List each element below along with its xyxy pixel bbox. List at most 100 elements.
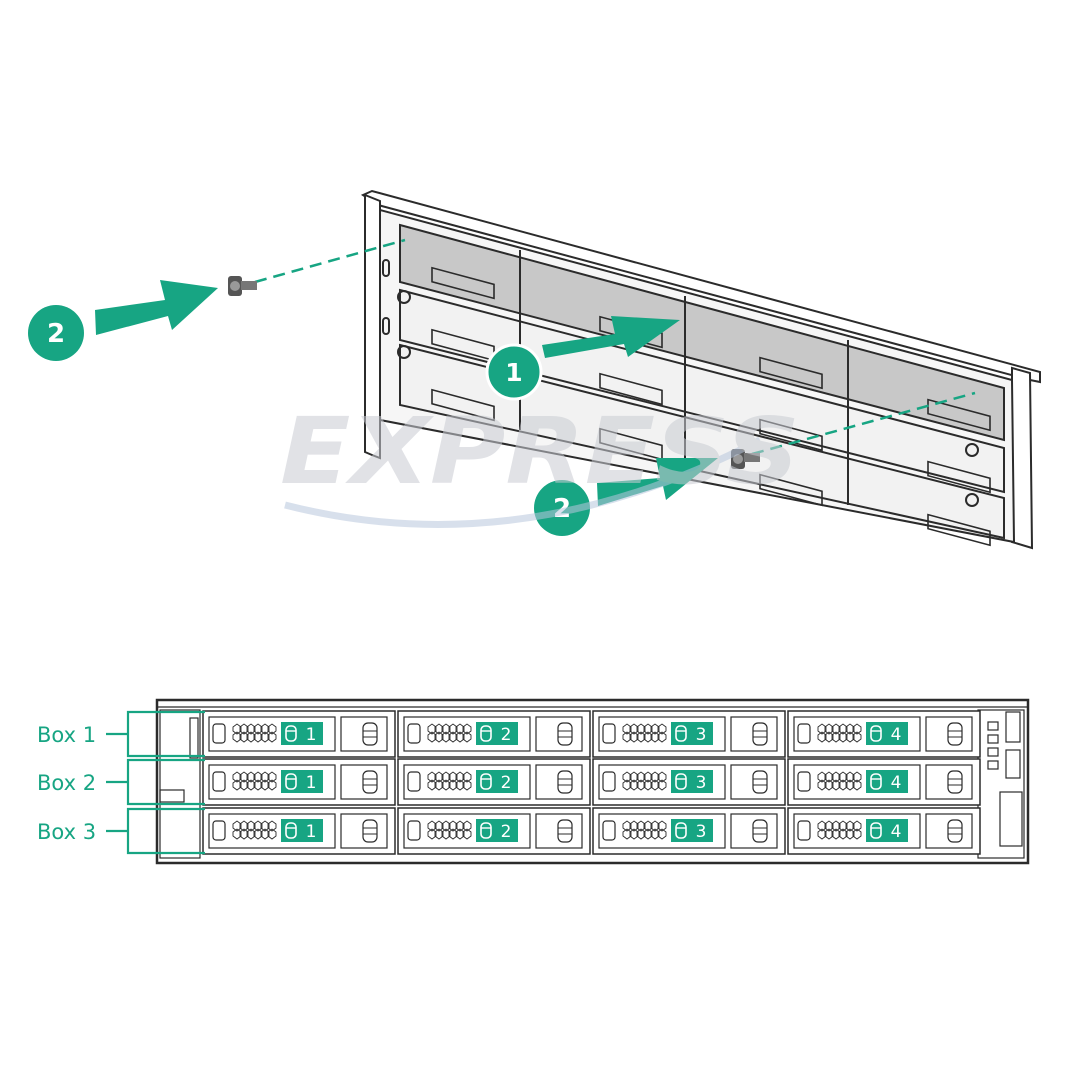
screw-icon bbox=[228, 276, 257, 296]
release-lever-icon bbox=[947, 722, 963, 746]
drive-cylinder-icon bbox=[480, 822, 492, 839]
release-lever-icon bbox=[752, 819, 768, 843]
bay-number: 1 bbox=[306, 822, 317, 842]
cage-left-end bbox=[364, 193, 381, 460]
release-button bbox=[535, 813, 583, 849]
bay-label-tag bbox=[476, 722, 518, 745]
drive-tray bbox=[403, 813, 531, 849]
led-icon bbox=[987, 760, 999, 770]
bay-number: 3 bbox=[696, 773, 707, 793]
drive-cylinder-icon bbox=[285, 822, 297, 839]
bay-number: 3 bbox=[696, 725, 707, 745]
cage-slot bbox=[382, 317, 390, 335]
bay-number: 1 bbox=[306, 725, 317, 745]
drive-latch bbox=[212, 820, 226, 841]
bay-label-tag bbox=[671, 722, 713, 745]
backplane-box-1 bbox=[399, 223, 1005, 442]
box-labels: Box 1 Box 2 Box 3 bbox=[37, 710, 205, 855]
release-lever-icon bbox=[362, 770, 378, 794]
drive-bay[interactable]: 2 bbox=[397, 807, 591, 855]
cage-right-end bbox=[1011, 366, 1034, 550]
drive-bay[interactable]: 3 bbox=[592, 758, 786, 806]
drive-bay[interactable]: 4 bbox=[787, 758, 981, 806]
vent-grille bbox=[427, 820, 472, 840]
vent-grille bbox=[622, 723, 667, 743]
release-button bbox=[340, 764, 388, 800]
drive-latch bbox=[797, 723, 811, 744]
drive-bay[interactable]: 2 bbox=[397, 710, 591, 758]
drive-latch bbox=[602, 771, 616, 792]
drive-latch bbox=[407, 771, 421, 792]
pull-tab bbox=[999, 791, 1023, 847]
cage-slot bbox=[382, 259, 390, 277]
vent-grille bbox=[622, 771, 667, 791]
box-bracket bbox=[126, 807, 205, 855]
release-lever-icon bbox=[947, 819, 963, 843]
release-button bbox=[535, 764, 583, 800]
box-label-text: Box 1 bbox=[37, 723, 96, 747]
vent-grille bbox=[817, 723, 862, 743]
drive-latch bbox=[407, 820, 421, 841]
drive-tray bbox=[598, 813, 726, 849]
drive-cage-assembly bbox=[360, 189, 1041, 550]
release-button bbox=[925, 716, 973, 752]
bay-label-tag bbox=[281, 722, 323, 745]
drive-bay[interactable]: 4 bbox=[787, 710, 981, 758]
bay-number: 3 bbox=[696, 822, 707, 842]
drive-bay[interactable]: 4 bbox=[787, 807, 981, 855]
numbered-circle-icon bbox=[28, 305, 84, 361]
drive-tray bbox=[208, 764, 336, 800]
drive-tray bbox=[208, 716, 336, 752]
drive-bay[interactable]: 2 bbox=[397, 758, 591, 806]
box-label-text: Box 2 bbox=[37, 771, 96, 795]
box-bracket bbox=[126, 710, 205, 758]
connector-set-bottom bbox=[431, 388, 991, 547]
insert-arrow-icon bbox=[542, 316, 680, 358]
release-lever-icon bbox=[557, 819, 573, 843]
release-button bbox=[730, 764, 778, 800]
alignment-guide-right bbox=[751, 391, 976, 456]
release-button bbox=[925, 764, 973, 800]
vent-grille bbox=[817, 820, 862, 840]
drive-bay[interactable]: 1 bbox=[202, 710, 396, 758]
alignment-guides bbox=[254, 238, 976, 456]
bay-number: 2 bbox=[501, 773, 512, 793]
vent-grille bbox=[622, 820, 667, 840]
callout-step-1: 1 bbox=[485, 343, 543, 401]
box-label-3: Box 3 bbox=[37, 807, 205, 855]
release-button bbox=[730, 716, 778, 752]
bay-number: 4 bbox=[891, 822, 902, 842]
insert-arrow-icon bbox=[95, 280, 218, 335]
usb-port-icon bbox=[1005, 711, 1021, 743]
release-lever-icon bbox=[752, 770, 768, 794]
led-icon bbox=[987, 747, 999, 757]
release-lever-icon bbox=[362, 722, 378, 746]
drive-bay[interactable]: 3 bbox=[592, 710, 786, 758]
drive-tray bbox=[403, 764, 531, 800]
drive-tray bbox=[598, 716, 726, 752]
callout-number: 2 bbox=[47, 319, 65, 349]
vent-grille bbox=[427, 723, 472, 743]
drive-tray bbox=[793, 813, 921, 849]
box-label-text: Box 3 bbox=[37, 820, 96, 844]
bay-label-tag bbox=[281, 770, 323, 793]
drive-tray bbox=[208, 813, 336, 849]
drive-cylinder-icon bbox=[870, 725, 882, 742]
watermark-text: EXPRESS bbox=[280, 398, 800, 505]
vent-grille bbox=[232, 723, 277, 743]
drive-bay[interactable]: 3 bbox=[592, 807, 786, 855]
drive-cylinder-icon bbox=[675, 822, 687, 839]
left-ear bbox=[159, 709, 201, 859]
drive-bay[interactable]: 1 bbox=[202, 807, 396, 855]
box-label-1: Box 1 bbox=[37, 710, 205, 758]
bay-label-tag bbox=[866, 770, 908, 793]
drive-latch bbox=[602, 820, 616, 841]
drive-cylinder-icon bbox=[675, 773, 687, 790]
led-icon bbox=[987, 721, 999, 731]
release-lever-icon bbox=[947, 770, 963, 794]
callout-step-2-right: 2 bbox=[534, 480, 590, 536]
drive-bay[interactable]: 1 bbox=[202, 758, 396, 806]
